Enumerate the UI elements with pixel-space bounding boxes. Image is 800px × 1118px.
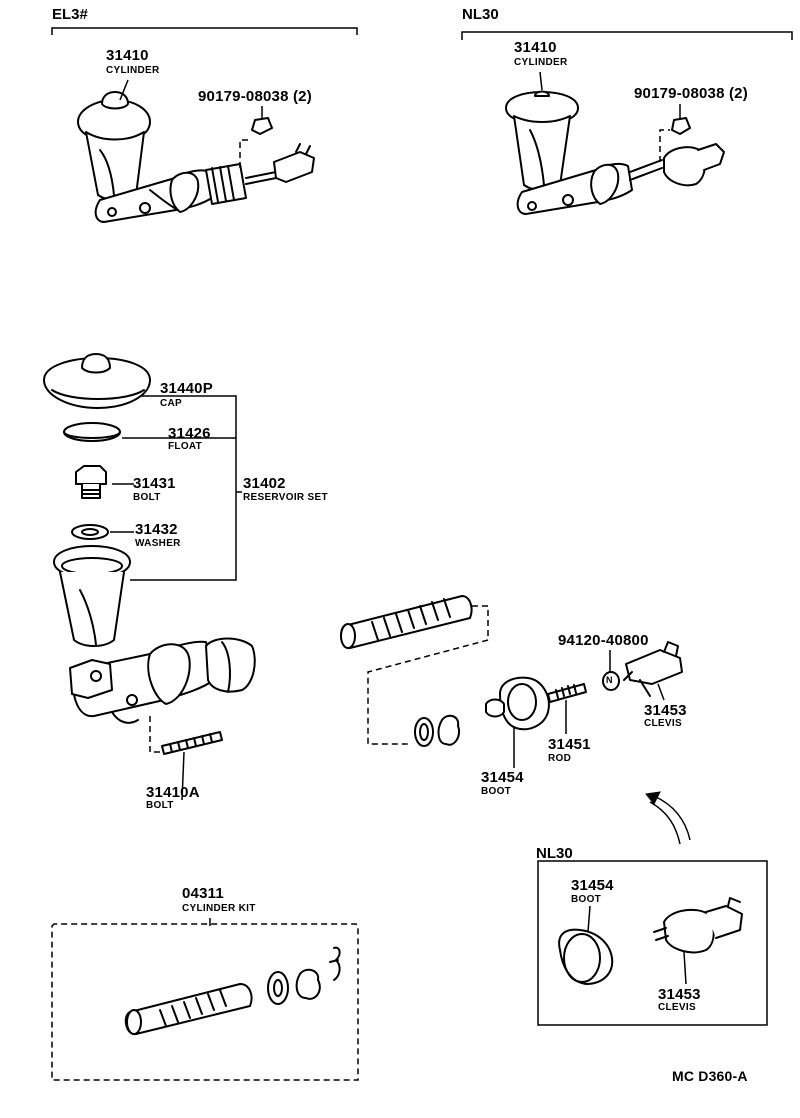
float-illustration [63, 422, 121, 442]
part-number-31410-el3: 31410 [106, 47, 149, 64]
part-name-washer: WASHER [135, 538, 181, 549]
bolt-31431-illustration [75, 465, 107, 499]
part-number-90179-el3: 90179-08038 (2) [198, 88, 312, 105]
reservoir-cap-illustration [43, 353, 151, 409]
clevis-31453-illustration [623, 641, 683, 697]
part-number-31451: 31451 [548, 736, 591, 753]
inset-part-number-31454: 31454 [571, 877, 614, 894]
boot-31454-illustration [485, 676, 550, 731]
master-cylinder-el3-illustration [77, 91, 315, 223]
part-number-31440p: 31440P [160, 380, 213, 397]
cylinder-kit-frame [51, 918, 359, 1081]
part-name-cylinder-kit: CYLINDER KIT [182, 903, 256, 914]
inset-part-name-clevis: CLEVIS [658, 1002, 696, 1013]
kit-piston-illustration [124, 983, 253, 1036]
nl30-inset-frame [537, 860, 768, 1026]
part-number-31402: 31402 [243, 475, 286, 492]
diagram-code: MC D360-A [672, 1068, 748, 1084]
part-number-90179-nl30: 90179-08038 (2) [634, 85, 748, 102]
inset-part-number-31453: 31453 [658, 986, 701, 1003]
master-cylinder-body-illustration [69, 637, 256, 724]
variant-label-nl30-inset: NL30 [536, 845, 573, 862]
part-name-bolt-31410a: BOLT [146, 800, 174, 811]
seal-rings-illustration [414, 714, 460, 747]
bracket-el3 [51, 27, 358, 35]
inset-boot-illustration [558, 928, 614, 985]
master-cylinder-nl30-illustration [505, 90, 725, 215]
part-number-31410-nl30: 31410 [514, 39, 557, 56]
part-number-31410a: 31410A [146, 784, 200, 801]
part-number-04311: 04311 [182, 885, 224, 902]
part-number-94120-40800: 94120-40800 [558, 632, 649, 649]
inset-part-name-boot: BOOT [571, 894, 602, 905]
part-name-cap: CAP [160, 398, 183, 409]
part-name-bolt-31431: BOLT [133, 492, 161, 503]
part-number-31432: 31432 [135, 521, 178, 538]
reservoir-set-bracket [110, 395, 242, 581]
part-number-31454: 31454 [481, 769, 524, 786]
piston-assembly-illustration [340, 595, 489, 745]
reservoir-body-illustration [53, 545, 131, 647]
part-name-clevis: CLEVIS [644, 718, 682, 729]
part-number-31431: 31431 [133, 475, 176, 492]
rod-31451-illustration [547, 683, 587, 703]
kit-seals-illustration [267, 946, 341, 1005]
part-number-31453: 31453 [644, 702, 687, 719]
part-name-reservoir-set: RESERVOIR SET [243, 492, 328, 503]
part-number-31426: 31426 [168, 425, 211, 442]
arrow-to-nl30-inset [645, 791, 691, 845]
nut-letter: N [606, 675, 613, 685]
washer-illustration [71, 524, 109, 540]
part-name-cylinder-nl30: CYLINDER [514, 57, 568, 68]
inset-clevis-illustration [653, 897, 743, 954]
bracket-nl30 [461, 31, 793, 40]
variant-label-el3: EL3# [52, 6, 88, 23]
variant-label-nl30: NL30 [462, 6, 499, 23]
nut-94120-illustration [602, 671, 620, 691]
part-name-rod: ROD [548, 753, 572, 764]
bolt-31410a-illustration [149, 716, 223, 755]
part-name-cylinder-el3: CYLINDER [106, 65, 160, 76]
part-name-boot: BOOT [481, 786, 512, 797]
part-name-float: FLOAT [168, 441, 203, 452]
